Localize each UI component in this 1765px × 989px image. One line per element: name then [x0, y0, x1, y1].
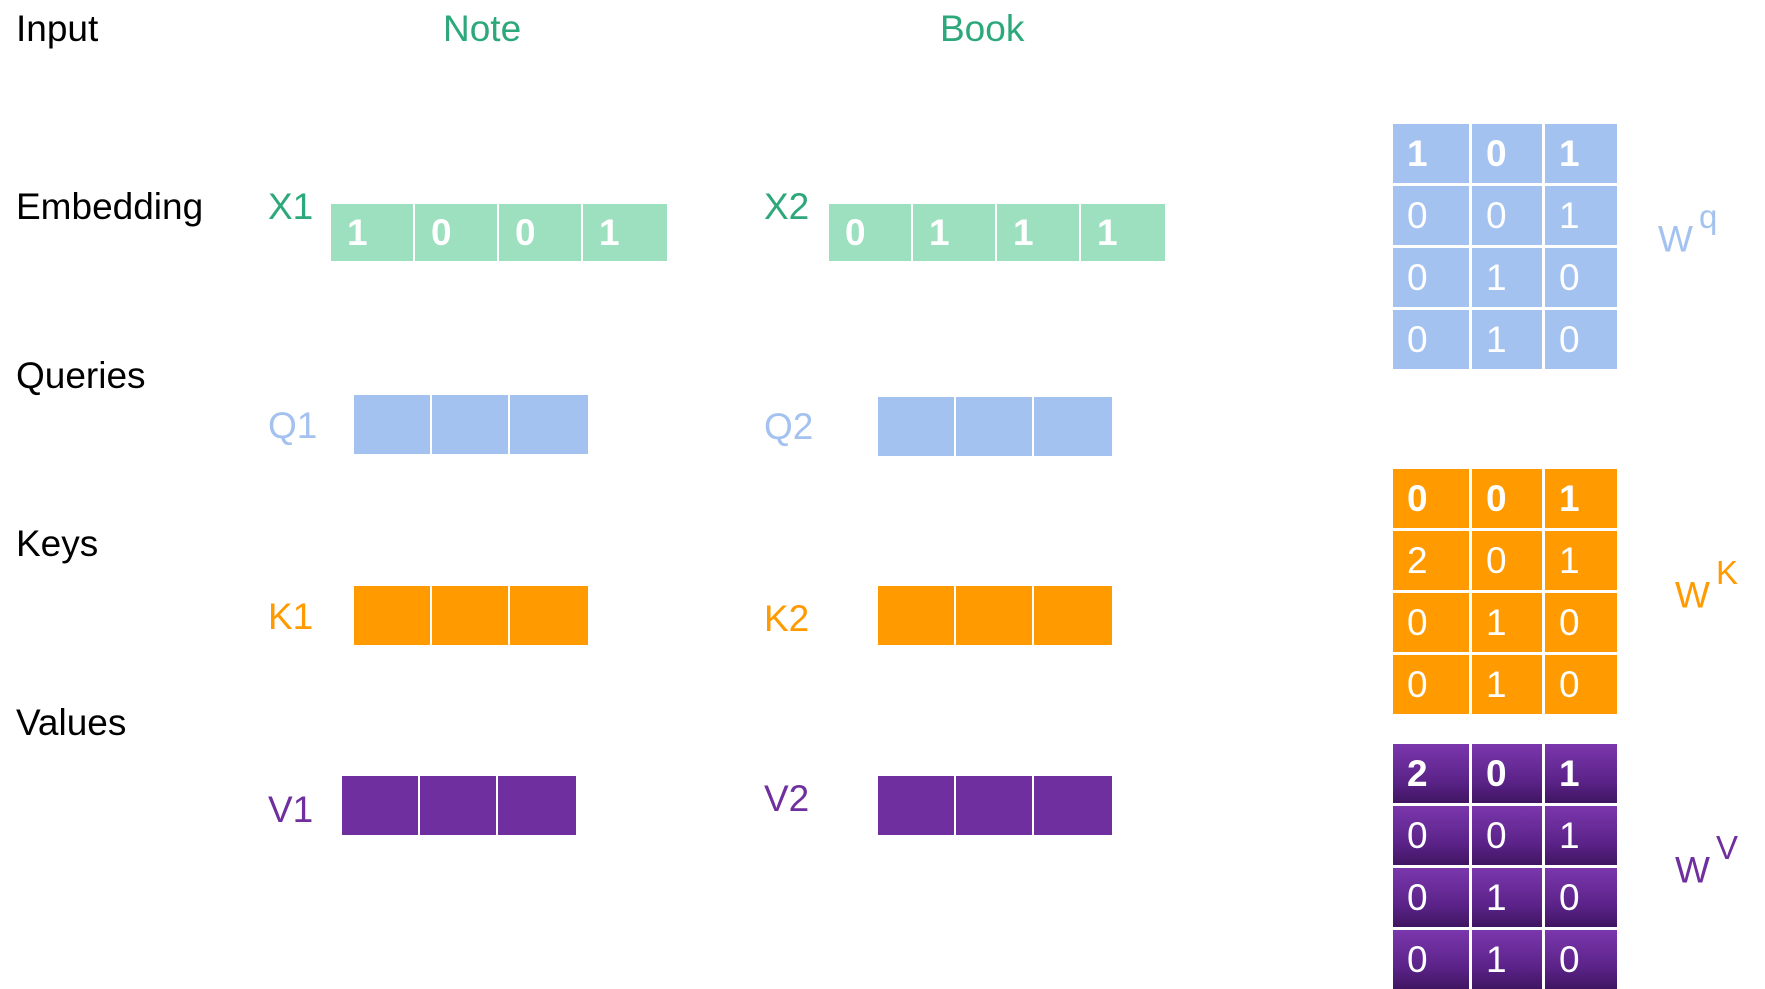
- matrix-cell: 1: [1545, 469, 1617, 528]
- key-cell: [956, 586, 1034, 645]
- weight-label-base: W: [1675, 574, 1710, 616]
- token-word-note: Note: [443, 8, 522, 49]
- query-cell: [956, 397, 1034, 456]
- query-label-q1: Q1: [268, 405, 318, 446]
- matrix-cell: 1: [1472, 868, 1542, 927]
- embedding-cell: 1: [997, 204, 1081, 261]
- value-cell: [498, 776, 576, 835]
- matrix-cell: 1: [1393, 124, 1469, 183]
- matrix-cell: 1: [1545, 124, 1617, 183]
- row-label-embedding: Embedding: [16, 186, 204, 227]
- weight-matrix-wq: 1 0 1 0 0 1 0 1 0 0 1 0: [1393, 124, 1617, 369]
- matrix-cell: 1: [1472, 310, 1542, 369]
- row-label-keys: Keys: [16, 523, 99, 564]
- matrix-cell: 0: [1545, 248, 1617, 307]
- embedding-cell: 1: [1097, 211, 1118, 253]
- matrix-cell: 1: [1472, 593, 1542, 652]
- value-cell: [956, 776, 1034, 835]
- query-label-q2: Q2: [764, 406, 814, 447]
- matrix-cell: 1: [1545, 806, 1617, 865]
- key-cell: [354, 586, 432, 645]
- matrix-cell: 0: [1393, 186, 1469, 245]
- matrix-cell: 0: [1393, 655, 1469, 714]
- value-label-v1: V1: [268, 789, 314, 830]
- query-cell: [878, 397, 956, 456]
- query-vector-q2: [878, 397, 1112, 456]
- matrix-cell: 0: [1545, 930, 1617, 989]
- matrix-cell: 0: [1472, 806, 1542, 865]
- matrix-cell: 1: [1472, 655, 1542, 714]
- weight-label-wv: WV: [1675, 831, 1738, 891]
- query-vector-q1: [354, 395, 588, 454]
- value-cell: [878, 776, 956, 835]
- weight-label-base: W: [1658, 218, 1693, 260]
- embedding-cell: 0: [499, 204, 583, 261]
- matrix-cell: 0: [1393, 868, 1469, 927]
- key-vector-k1: [354, 586, 588, 645]
- embedding-cell: 1: [599, 211, 620, 253]
- weight-label-wk: WK: [1675, 556, 1738, 616]
- value-cell: [1034, 776, 1112, 835]
- weight-label-sup: K: [1715, 554, 1738, 591]
- matrix-cell: 1: [1472, 248, 1542, 307]
- matrix-cell: 0: [1545, 593, 1617, 652]
- key-cell: [1034, 586, 1112, 645]
- embedding-cell: 0: [829, 204, 913, 261]
- weight-label-sup: q: [1698, 198, 1718, 235]
- value-vector-v2: [878, 776, 1112, 835]
- key-cell: [432, 586, 510, 645]
- key-label-k1: K1: [268, 596, 314, 637]
- value-label-v2: V2: [764, 778, 810, 819]
- token-word-book: Book: [940, 8, 1025, 49]
- matrix-cell: 0: [1393, 806, 1469, 865]
- weight-matrix-wv: 2 0 1 0 0 1 0 1 0 0 1 0: [1393, 744, 1617, 989]
- weight-label-base: W: [1675, 849, 1710, 891]
- matrix-cell: 0: [1472, 531, 1542, 590]
- matrix-cell: 0: [1545, 310, 1617, 369]
- query-cell: [432, 395, 510, 454]
- matrix-cell: 0: [1393, 593, 1469, 652]
- row-label-input: Input: [16, 8, 99, 49]
- query-cell: [510, 395, 588, 454]
- query-cell: [354, 395, 432, 454]
- matrix-cell: 0: [1472, 186, 1542, 245]
- matrix-cell: 0: [1393, 469, 1469, 528]
- matrix-cell: 2: [1393, 531, 1469, 590]
- matrix-cell: 1: [1472, 930, 1542, 989]
- embedding-label-x1: X1: [268, 186, 314, 227]
- matrix-cell: 1: [1545, 531, 1617, 590]
- query-cell: [1034, 397, 1112, 456]
- row-label-queries: Queries: [16, 355, 146, 396]
- embedding-cell: 0: [415, 204, 499, 261]
- matrix-cell: 0: [1545, 655, 1617, 714]
- value-cell: [420, 776, 498, 835]
- weight-label-sup: V: [1715, 829, 1738, 866]
- value-vector-v1: [342, 776, 576, 835]
- matrix-cell: 0: [1393, 248, 1469, 307]
- key-cell: [510, 586, 588, 645]
- value-cell: [342, 776, 420, 835]
- row-label-values: Values: [16, 702, 127, 743]
- matrix-cell: 0: [1472, 124, 1542, 183]
- key-vector-k2: [878, 586, 1112, 645]
- embedding-cell: 1: [331, 204, 415, 261]
- weight-matrix-wk: 0 0 1 2 0 1 0 1 0 0 1 0: [1393, 469, 1617, 714]
- embedding-cell: 1: [913, 204, 997, 261]
- embedding-vector-x1: 1 0 0 1: [331, 204, 667, 261]
- matrix-cell: 2: [1393, 744, 1469, 803]
- matrix-cell: 0: [1472, 744, 1542, 803]
- embedding-vector-x2: 0 1 1 1: [829, 204, 1165, 261]
- matrix-cell: 0: [1472, 469, 1542, 528]
- embedding-label-x2: X2: [764, 186, 810, 227]
- matrix-cell: 0: [1393, 310, 1469, 369]
- matrix-cell: 0: [1545, 868, 1617, 927]
- matrix-cell: 0: [1393, 930, 1469, 989]
- matrix-cell: 1: [1545, 744, 1617, 803]
- weight-label-wq: Wq: [1658, 200, 1717, 260]
- matrix-cell: 1: [1545, 186, 1617, 245]
- key-cell: [878, 586, 956, 645]
- key-label-k2: K2: [764, 598, 810, 639]
